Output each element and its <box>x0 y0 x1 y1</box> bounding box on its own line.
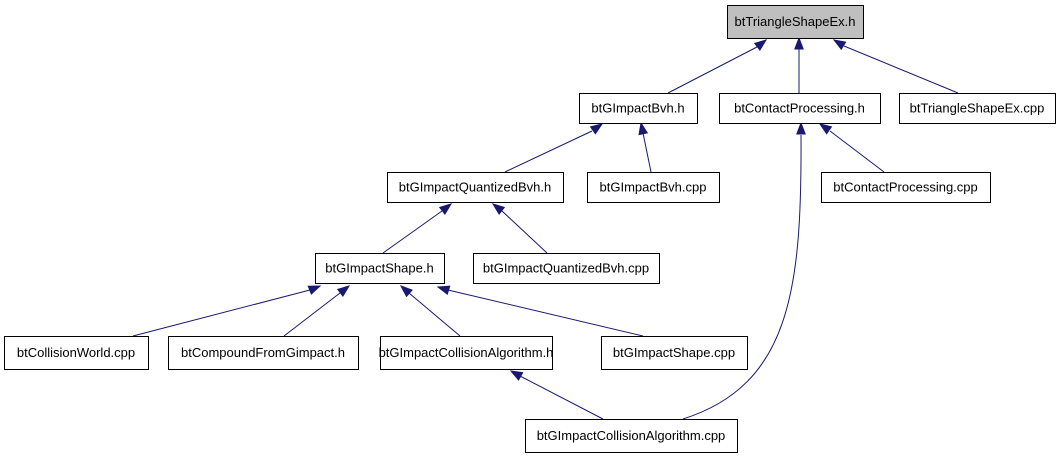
node-box <box>387 172 564 203</box>
node-label: btGImpactShape.cpp <box>613 345 735 360</box>
node-box <box>525 419 738 453</box>
node-btgimpactcollisionalgorithm-h[interactable]: btGImpactCollisionAlgorithm.h <box>379 336 554 370</box>
edge-n13-to-n11 <box>509 370 604 420</box>
edge-line <box>667 46 758 94</box>
node-box <box>579 93 698 124</box>
node-label: btTriangleShapeEx.cpp <box>910 101 1045 116</box>
edge-arrowhead <box>753 39 768 51</box>
edge-n5-to-n1 <box>638 121 652 173</box>
edge-n2-to-n0 <box>794 36 804 93</box>
edge-line <box>504 130 593 173</box>
edge-n6-to-n2 <box>818 123 885 173</box>
edge-arrowhead <box>832 39 847 51</box>
edge-arrowhead <box>794 36 804 50</box>
edge-n10-to-n7 <box>283 285 351 337</box>
node-label: btTriangleShapeEx.h <box>735 14 856 29</box>
node-btcompoundfromgimpact-h[interactable]: btCompoundFromGimpact.h <box>168 336 359 370</box>
node-label: btGImpactQuantizedBvh.cpp <box>483 261 649 276</box>
edges-layer <box>132 36 959 420</box>
edge-line <box>447 289 644 337</box>
node-box <box>821 172 991 203</box>
edge-line <box>519 375 604 420</box>
edge-arrowhead <box>796 121 806 135</box>
edge-n9-to-n7 <box>132 285 322 337</box>
node-box <box>315 253 445 284</box>
node-label: btContactProcessing.cpp <box>833 180 978 195</box>
node-label: btGImpactCollisionAlgorithm.cpp <box>537 428 726 443</box>
node-bttriangleshapeex-h[interactable]: btTriangleShapeEx.h <box>727 5 864 39</box>
node-btgimpactbvh-h[interactable]: btGImpactBvh.h <box>579 93 698 124</box>
edge-n13-to-n2 <box>682 121 806 420</box>
edge-n11-to-n7 <box>399 285 461 337</box>
edge-arrowhead <box>638 121 649 136</box>
edge-line <box>283 292 341 337</box>
edge-n4-to-n1 <box>504 123 604 173</box>
edge-line <box>682 134 802 420</box>
edge-n7-to-n4 <box>382 203 453 254</box>
node-btgimpactquantizedbvh-h[interactable]: btGImpactQuantizedBvh.h <box>387 172 564 203</box>
node-btcollisionworld-cpp[interactable]: btCollisionWorld.cpp <box>4 336 149 370</box>
edge-n1-to-n0 <box>667 39 768 94</box>
edge-line <box>501 210 548 254</box>
node-btgimpactshape-cpp[interactable]: btGImpactShape.cpp <box>601 336 748 370</box>
node-box <box>601 336 748 370</box>
node-label: btContactProcessing.h <box>734 101 865 116</box>
edge-line <box>642 132 652 173</box>
node-label: btCollisionWorld.cpp <box>17 345 135 360</box>
edge-arrowhead <box>307 285 322 295</box>
node-btcontactprocessing-cpp[interactable]: btContactProcessing.cpp <box>821 172 991 203</box>
edge-arrowhead <box>436 285 451 296</box>
node-box <box>899 93 1056 124</box>
node-box <box>4 336 149 370</box>
edge-line <box>408 292 461 337</box>
edge-arrowhead <box>509 370 524 381</box>
edge-arrowhead <box>336 285 351 297</box>
node-box <box>380 336 553 370</box>
edge-arrowhead <box>491 203 506 215</box>
edge-n12-to-n7 <box>436 285 644 337</box>
node-btgimpactbvh-cpp[interactable]: btGImpactBvh.cpp <box>587 172 720 203</box>
edge-line <box>382 210 443 254</box>
node-btgimpactshape-h[interactable]: btGImpactShape.h <box>315 253 445 284</box>
edge-n3-to-n0 <box>832 39 959 94</box>
edge-line <box>843 45 959 94</box>
edge-arrowhead <box>818 123 833 135</box>
node-box <box>587 172 720 203</box>
node-btcontactprocessing-h[interactable]: btContactProcessing.h <box>719 93 881 124</box>
node-label: btCompoundFromGimpact.h <box>181 345 345 360</box>
edge-arrowhead <box>589 123 604 135</box>
node-bttriangleshapeex-cpp[interactable]: btTriangleShapeEx.cpp <box>899 93 1056 124</box>
edge-arrowhead <box>399 285 413 298</box>
edge-n8-to-n4 <box>491 203 548 254</box>
node-label: btGImpactBvh.h <box>591 101 684 116</box>
node-label: btGImpactBvh.cpp <box>600 180 707 195</box>
edge-line <box>829 130 885 173</box>
nodes-layer: btTriangleShapeEx.h btGImpactBvh.h btConta… <box>4 5 1056 453</box>
node-btgimpactquantizedbvh-cpp[interactable]: btGImpactQuantizedBvh.cpp <box>473 253 660 284</box>
edge-line <box>132 289 311 337</box>
node-box <box>473 253 660 284</box>
node-label: btGImpactShape.h <box>325 261 433 276</box>
node-label: btGImpactQuantizedBvh.h <box>399 180 551 195</box>
node-box <box>719 93 881 124</box>
edge-arrowhead <box>438 203 453 215</box>
node-label: btGImpactCollisionAlgorithm.h <box>379 345 554 360</box>
node-btgimpactcollisionalgorithm-cpp[interactable]: btGImpactCollisionAlgorithm.cpp <box>525 419 738 453</box>
node-box <box>727 5 864 39</box>
node-box <box>168 336 359 370</box>
